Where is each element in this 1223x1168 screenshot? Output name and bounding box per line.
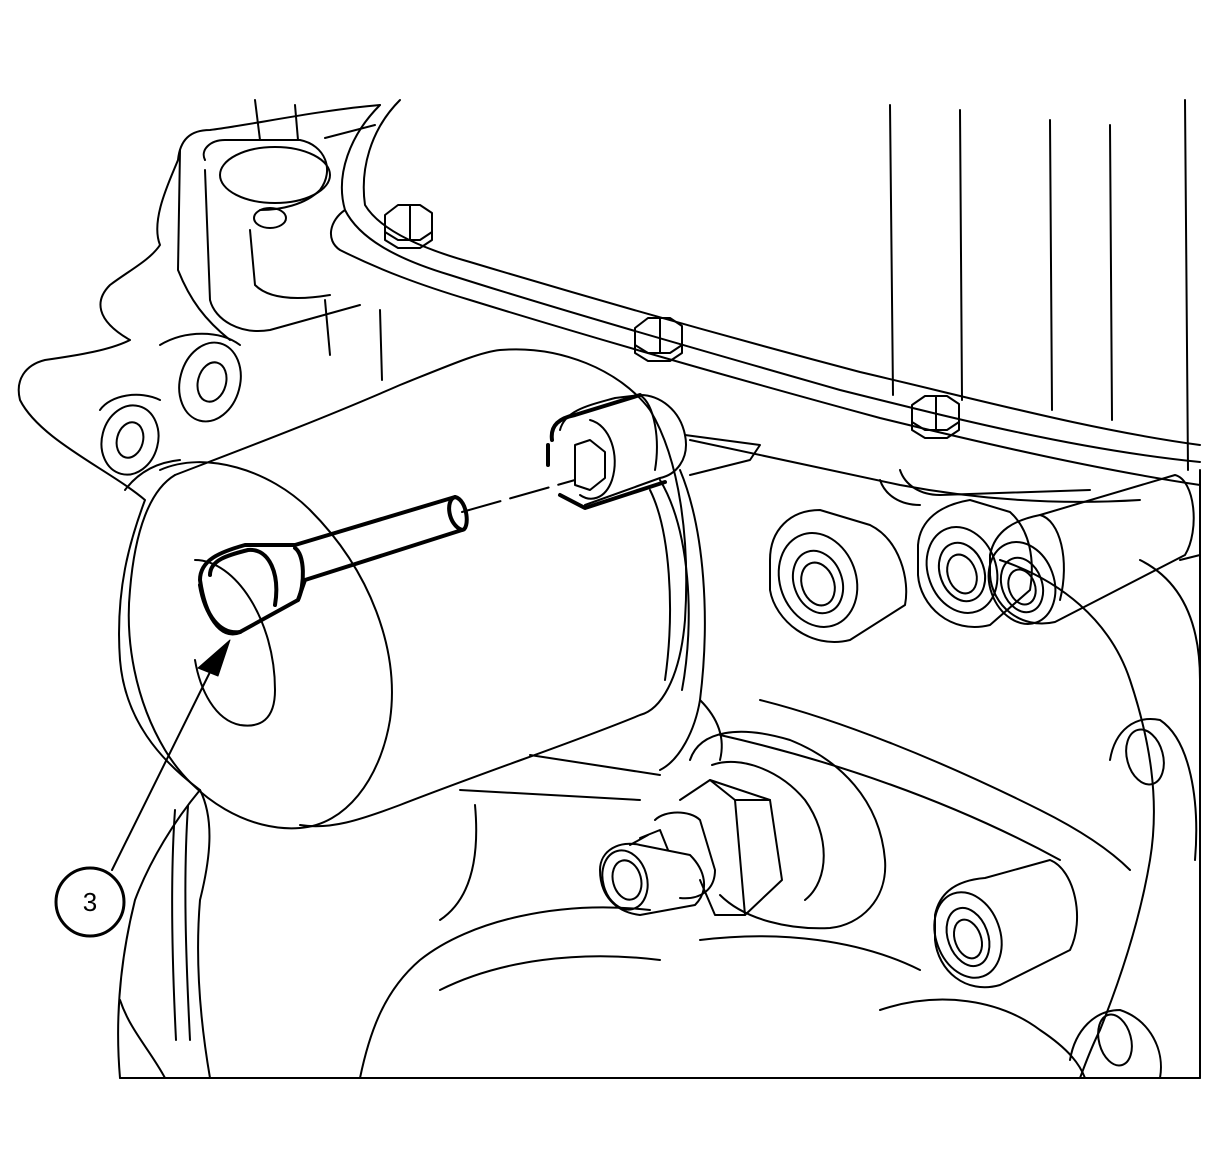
alignment-centerline [461, 479, 576, 513]
solenoid-body [124, 348, 706, 830]
callout-leader [111, 639, 231, 871]
callout-circle [54, 866, 126, 938]
hex-bolt [634, 317, 683, 362]
shaft-fitting-bracket [546, 393, 667, 510]
fluid-port [933, 859, 1078, 989]
pin-tool [198, 495, 469, 636]
hex-bolt [384, 204, 433, 249]
mounting-boss [177, 99, 383, 381]
hex-bolt [911, 395, 960, 439]
fluid-port [917, 499, 1033, 628]
speed-sensor [654, 730, 887, 930]
pan-gasket-flange [330, 99, 1201, 503]
case-detail-lines [119, 469, 1201, 1079]
shaft-fitting [559, 394, 761, 506]
case-ear [99, 332, 242, 476]
case-ear [1069, 718, 1198, 1079]
fluid-port [769, 509, 908, 643]
fluid-port [987, 474, 1195, 625]
transmission-case [17, 99, 1201, 1079]
callout-number: 3 [83, 887, 97, 917]
sensor-connector [599, 829, 705, 916]
callout-3: 3 [54, 866, 126, 938]
